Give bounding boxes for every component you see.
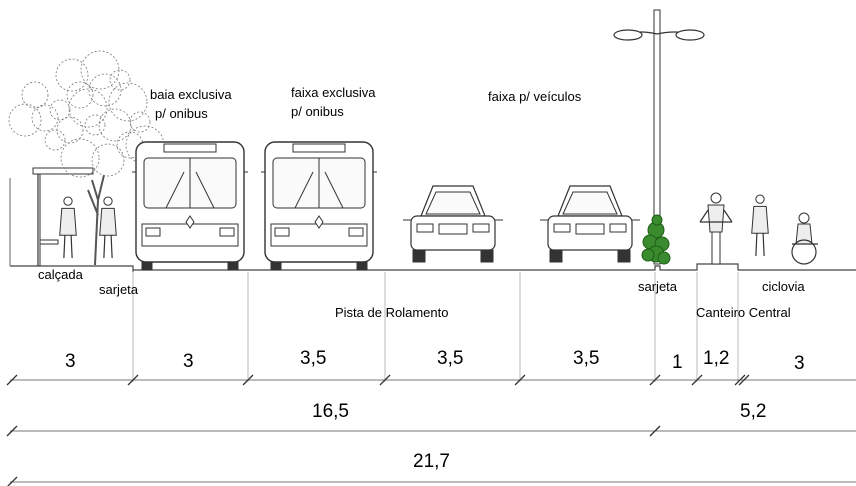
lane-dividers <box>132 272 739 382</box>
label-lane-bus-line2: p/ onibus <box>291 104 344 119</box>
label-sidewalk: calçada <box>38 267 83 282</box>
label-gutter-right: sarjeta <box>638 279 678 294</box>
label-bay-bus-line1: baia exclusiva <box>150 87 232 102</box>
dim-bikeway: 3 <box>794 353 805 374</box>
dim-lane-bus: 3,5 <box>300 348 327 369</box>
wheelchair-user <box>791 212 818 265</box>
car-lane-1 <box>403 185 503 263</box>
pedestrian-man <box>99 196 117 259</box>
bus-bay-lane <box>132 141 248 271</box>
dim-lane-vehicle-2: 3,5 <box>573 348 600 369</box>
dim-bay-bus: 3 <box>183 351 194 372</box>
dim-sidewalk: 3 <box>65 351 76 372</box>
car-lane-2 <box>540 185 640 263</box>
label-gutter-left: sarjeta <box>99 282 139 297</box>
pedestrian-woman <box>59 196 77 259</box>
dim-total-width: 21,7 <box>413 451 450 472</box>
label-lane-vehicles: faixa p/ veículos <box>488 89 582 104</box>
dim-total-roadway: 16,5 <box>312 401 349 422</box>
bus-shelter <box>32 167 94 266</box>
dim-median: 1,2 <box>703 348 730 369</box>
cyclist <box>699 192 733 265</box>
dim-total-median: 5,2 <box>740 401 767 422</box>
street-lamp <box>613 9 705 265</box>
label-lane-bus-line1: faixa exclusiva <box>291 85 376 100</box>
label-median: Canteiro Central <box>696 305 791 320</box>
dimension-lines <box>6 374 856 486</box>
median-plant <box>641 214 671 265</box>
pedestrian-right <box>751 194 769 257</box>
ground-profile <box>9 178 856 272</box>
label-bay-bus-line2: p/ onibus <box>155 106 208 121</box>
label-bikeway: ciclovia <box>762 279 805 294</box>
label-roadway: Pista de Rolamento <box>335 305 449 320</box>
bus-exclusive-lane <box>261 141 377 271</box>
dim-gutter-right: 1 <box>672 352 683 373</box>
dim-lane-vehicle-1: 3,5 <box>437 348 464 369</box>
